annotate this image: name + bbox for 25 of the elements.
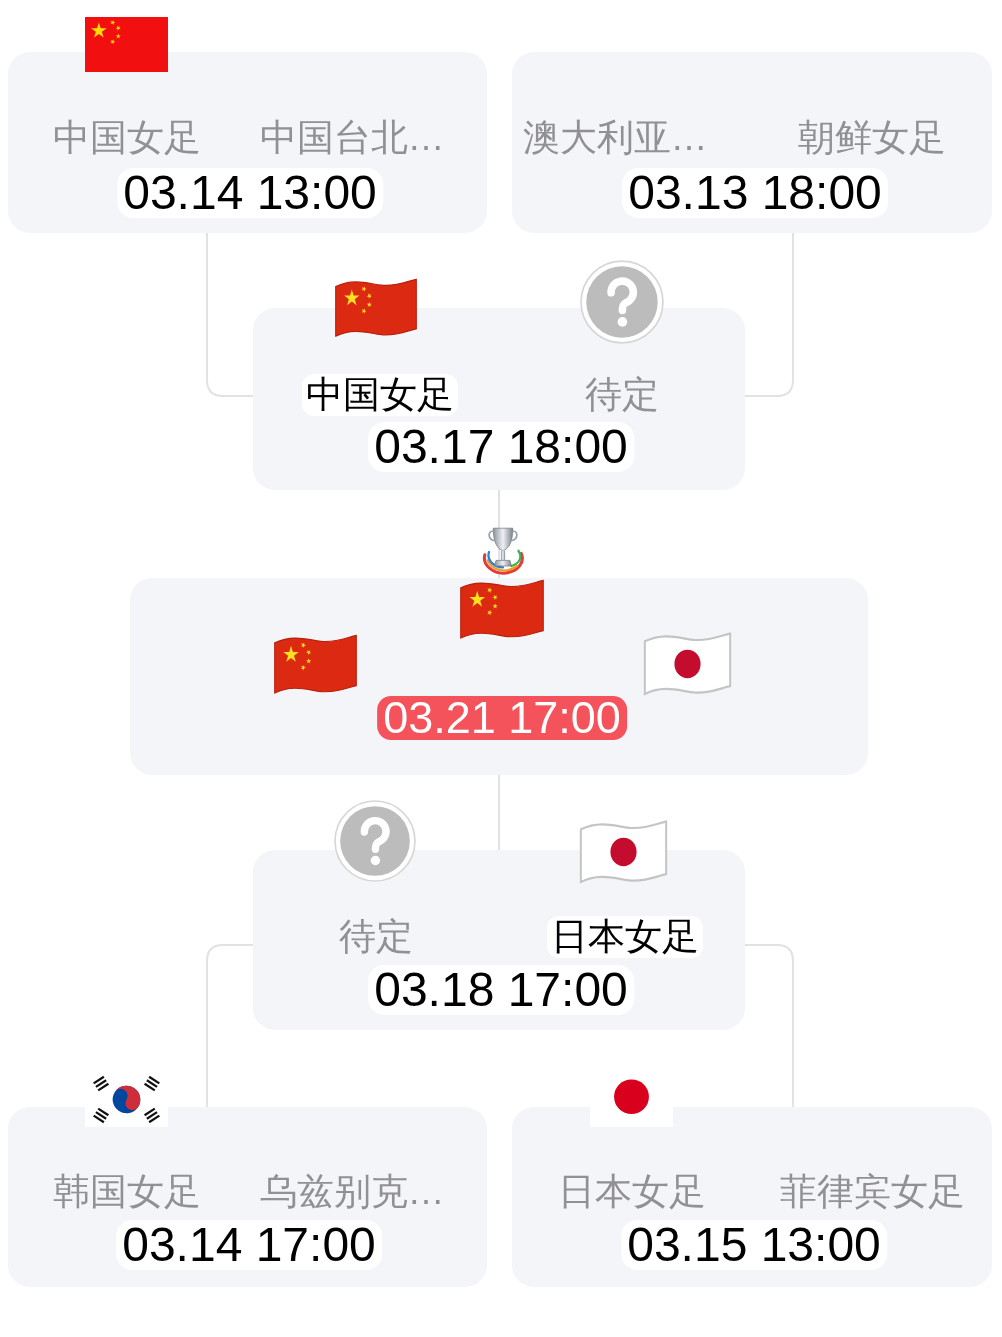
match-time: 03.14 13:00 bbox=[117, 168, 383, 218]
team-name: 中国台北… bbox=[259, 117, 445, 159]
team-name: 乌兹别克… bbox=[259, 1171, 445, 1213]
match-time: 03.15 13:00 bbox=[621, 1220, 887, 1270]
connector-line bbox=[744, 232, 794, 397]
team-name: 待定 bbox=[585, 374, 659, 416]
team-name: 待定 bbox=[339, 916, 413, 958]
connector-line bbox=[206, 944, 254, 1108]
connector-line bbox=[498, 489, 500, 579]
match-time: 03.14 17:00 bbox=[116, 1220, 382, 1270]
team-name: 朝鲜女足 bbox=[798, 117, 946, 159]
match-time: 03.17 18:00 bbox=[368, 422, 634, 472]
team-name: 澳大利亚… bbox=[522, 117, 708, 159]
team-name: 中国女足 bbox=[302, 374, 458, 416]
team-name: 日本女足 bbox=[558, 1171, 706, 1213]
match-time: 03.13 18:00 bbox=[622, 168, 888, 218]
team-name: 韩国女足 bbox=[53, 1171, 201, 1213]
match-card bbox=[512, 52, 992, 233]
match-time: 03.18 17:00 bbox=[368, 965, 634, 1015]
team-name: 中国女足 bbox=[53, 117, 201, 159]
connector-line bbox=[744, 944, 794, 1108]
team-name: 日本女足 bbox=[547, 916, 703, 958]
connector-line bbox=[206, 232, 254, 397]
match-time: 03.21 17:00 bbox=[377, 696, 627, 740]
team-name: 菲律宾女足 bbox=[779, 1171, 965, 1213]
